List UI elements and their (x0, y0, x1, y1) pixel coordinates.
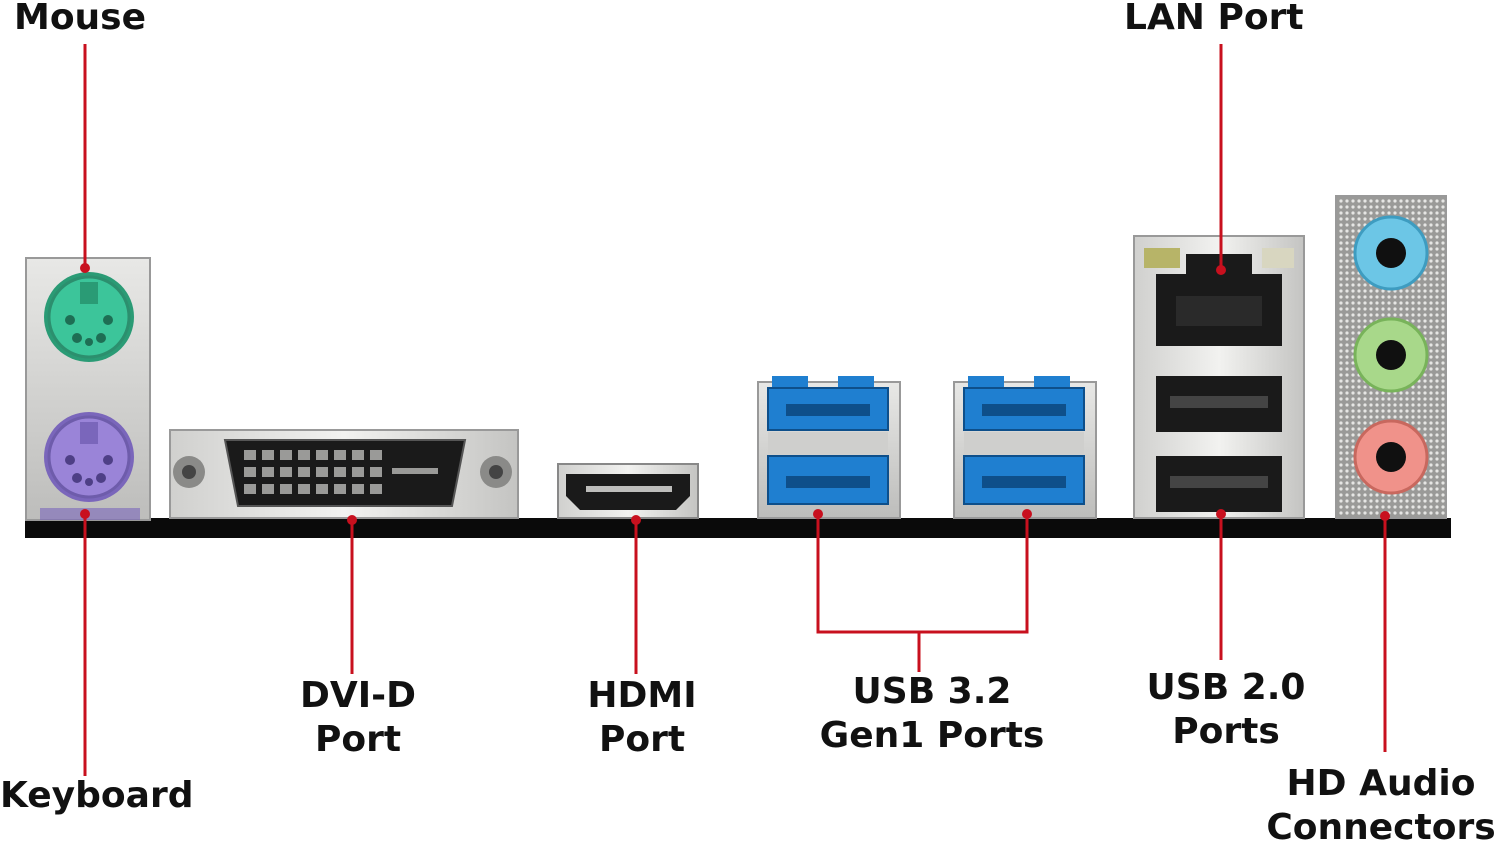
leader-dots (80, 263, 1390, 525)
keyboard-label: Keyboard (0, 775, 194, 816)
usb32-leader (816, 514, 1029, 634)
hdmi-label-line1: HDMI (587, 675, 697, 716)
usb32-port-stack-1 (757, 376, 901, 519)
usb32-label-line2: Gen1 Ports (819, 715, 1045, 756)
dvi-d-port (169, 429, 519, 519)
audio-label-line1: HD Audio (1286, 763, 1476, 804)
mouse-label: Mouse (14, 0, 147, 38)
dvi-label-line2: Port (314, 719, 402, 760)
usb32-port-stack-2 (953, 376, 1097, 519)
dvi-pins (244, 450, 438, 494)
lan-port-label: LAN Port (1124, 0, 1304, 38)
hdmi-label-line2: Port (598, 719, 686, 760)
hdmi-label: HDMI Port (542, 674, 742, 762)
usb32-label-line1: USB 3.2 (852, 671, 1012, 712)
usb20-label-line2: Ports (1172, 711, 1280, 752)
audio-jacks (1335, 195, 1447, 519)
usb20-label-line1: USB 2.0 (1146, 667, 1306, 708)
usb20-label: USB 2.0 Ports (1116, 666, 1336, 754)
lan-usb20-stack (1133, 235, 1305, 519)
hdmi-port (557, 463, 699, 519)
audio-label: HD Audio Connectors (1262, 762, 1500, 850)
dvi-label: DVI-D Port (258, 674, 458, 762)
leader-lines (83, 44, 1387, 776)
dvi-label-line1: DVI-D (300, 675, 416, 716)
usb32-label: USB 3.2 Gen1 Ports (802, 670, 1062, 758)
ps2-ports (25, 257, 151, 521)
motherboard-edge (25, 518, 1451, 538)
audio-label-line2: Connectors (1266, 807, 1496, 848)
